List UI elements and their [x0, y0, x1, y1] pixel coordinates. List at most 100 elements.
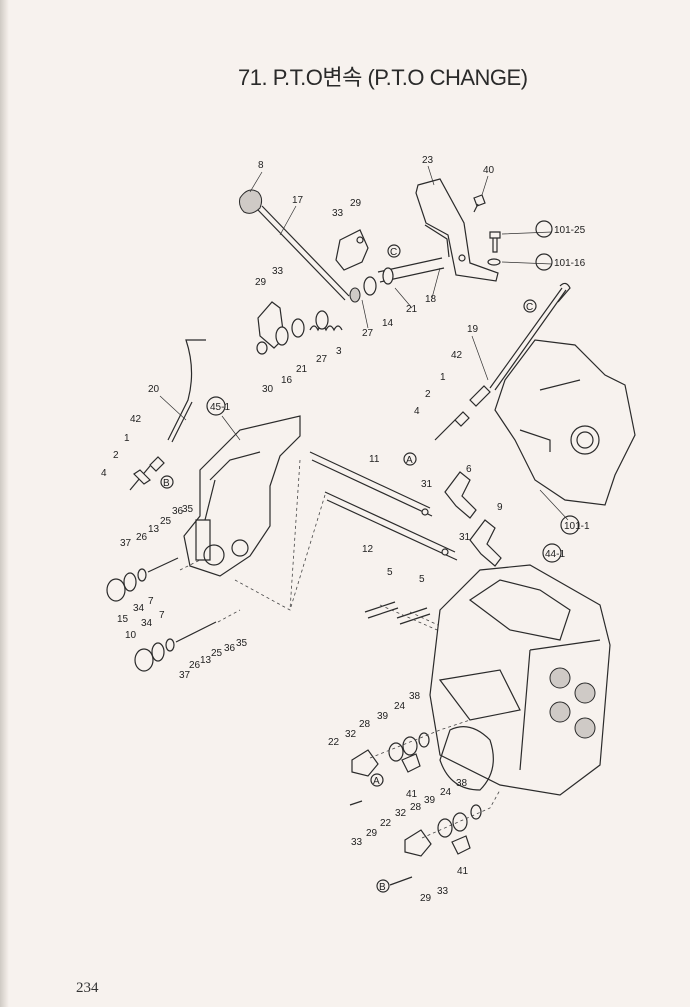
- callout-label: 30: [262, 384, 274, 395]
- callout-label: 32: [345, 729, 357, 740]
- callout-label: 31: [421, 479, 433, 490]
- callout-label: 45-1: [210, 402, 230, 413]
- arm-plate: [335, 229, 369, 271]
- shift-shafts: [234, 451, 502, 611]
- callout-label: 37: [120, 538, 132, 549]
- callout-label: A: [373, 776, 380, 787]
- callout-labels: 8 17 23 40 29 33 C 101-25 101-16 18 27 1…: [101, 155, 590, 904]
- callout-label: 101-16: [554, 258, 586, 269]
- callout-label: 6: [466, 464, 472, 475]
- callout-label: 24: [394, 701, 406, 712]
- callout-label: 15: [117, 614, 129, 625]
- callout-label: 41: [406, 789, 418, 800]
- callout-label: 33: [437, 886, 449, 897]
- page-title: 71. P.T.O변속 (P.T.O CHANGE): [238, 65, 528, 90]
- bolt: [473, 194, 486, 213]
- callout-label: 38: [409, 691, 421, 702]
- leader-lines: [159, 165, 569, 521]
- callout-label: 18: [425, 294, 437, 305]
- callout-label: 20: [148, 384, 160, 395]
- callout-label: 39: [424, 795, 436, 806]
- knob: [239, 189, 263, 214]
- callout-label: 32: [395, 808, 407, 819]
- engine-housing-upper: [494, 339, 636, 506]
- control-cables: [129, 282, 571, 491]
- callout-label: 4: [101, 468, 107, 479]
- callout-label: B: [379, 882, 386, 893]
- callout-label: 36: [172, 506, 184, 517]
- callout-label: 38: [456, 778, 468, 789]
- callout-label: 13: [148, 524, 160, 535]
- callout-label: 31: [459, 532, 471, 543]
- callout-label: 5: [419, 574, 425, 585]
- bracket: [415, 178, 499, 282]
- callout-label: 33: [351, 837, 363, 848]
- callout-label: 36: [224, 643, 236, 654]
- callout-label: 26: [136, 532, 148, 543]
- shift-shaft-12: [324, 491, 458, 561]
- callout-label: 2: [425, 389, 431, 400]
- callout-label: 5: [387, 567, 393, 578]
- callout-label: 26: [189, 660, 201, 671]
- bolt-long: [489, 231, 501, 253]
- spring: [309, 325, 343, 332]
- callout-label: 42: [451, 350, 463, 361]
- callout-label: 7: [159, 610, 165, 621]
- callout-label: 101-1: [564, 521, 590, 532]
- transmission-housing: [183, 415, 301, 577]
- callout-label: 10: [125, 630, 137, 641]
- callout-label: A: [406, 455, 413, 466]
- callout-label: 33: [332, 208, 344, 219]
- shift-shaft-11: [309, 451, 433, 517]
- lever-rod: [257, 209, 346, 301]
- page-binding-edge: [0, 0, 9, 1007]
- callout-label: 23: [422, 155, 434, 166]
- callout-label: 3: [336, 346, 342, 357]
- callout-label: 12: [362, 544, 374, 555]
- callout-label: 11: [369, 454, 380, 465]
- callout-label: 35: [182, 504, 194, 515]
- callout-label: 29: [366, 828, 378, 839]
- cable-20: [167, 339, 206, 441]
- callout-label: 25: [160, 516, 172, 527]
- lever-assembly: [239, 178, 501, 355]
- washer: [487, 258, 501, 266]
- callout-label: 34: [133, 603, 145, 614]
- callout-label: 34: [141, 618, 153, 629]
- callout-label: 28: [359, 719, 371, 730]
- callout-label: 7: [148, 596, 154, 607]
- lower-lever-sets: [349, 719, 501, 886]
- callout-label: 27: [362, 328, 374, 339]
- callout-label: 2: [113, 450, 119, 461]
- callout-label: 16: [281, 375, 293, 386]
- callout-label: 25: [211, 648, 223, 659]
- callout-label: 22: [328, 737, 340, 748]
- callout-label: 29: [420, 893, 432, 904]
- callout-label: 37: [179, 670, 191, 681]
- callout-label: 1: [440, 372, 446, 383]
- shift-fork-9: [469, 519, 502, 567]
- gear-case: [429, 564, 611, 796]
- callout-label: 22: [380, 818, 392, 829]
- callout-label: 35: [236, 638, 248, 649]
- cable-19: [489, 287, 563, 389]
- callout-label: 24: [440, 787, 452, 798]
- page-number: 234: [76, 980, 99, 996]
- callout-label: 42: [130, 414, 142, 425]
- callout-label: 44-1: [545, 549, 565, 560]
- callout-label: 39: [377, 711, 389, 722]
- callout-label: 33: [272, 266, 284, 277]
- callout-label: C: [390, 247, 397, 258]
- callout-label: 41: [457, 866, 469, 877]
- callout-label: 8: [258, 160, 264, 171]
- callout-label: 1: [124, 433, 130, 444]
- callout-label: 21: [296, 364, 308, 375]
- callout-label: 27: [316, 354, 328, 365]
- callout-label: 17: [292, 195, 304, 206]
- callout-label: 28: [410, 802, 422, 813]
- callout-label: B: [163, 478, 170, 489]
- callout-label: 21: [406, 304, 418, 315]
- callout-label: 40: [483, 165, 495, 176]
